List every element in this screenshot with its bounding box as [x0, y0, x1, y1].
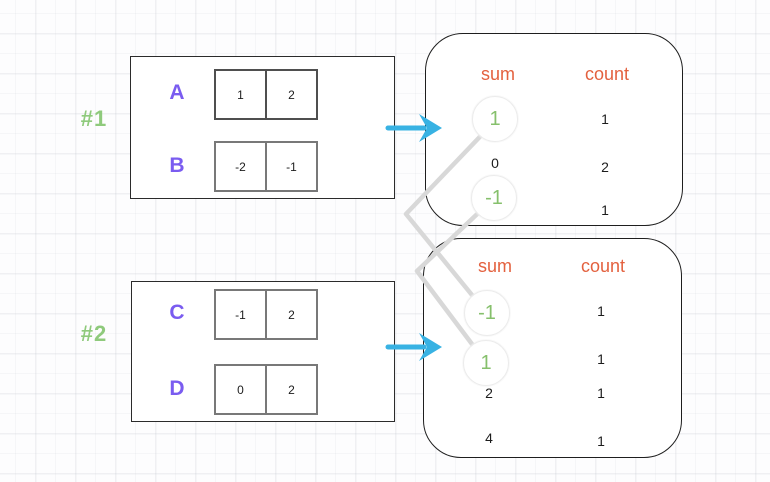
- table-1-header-sum: sum: [480, 64, 515, 84]
- table-2-row-2-count: 1: [597, 385, 605, 401]
- table-2-row-2-sum: 2: [485, 385, 493, 401]
- array-label-a[interactable]: A: [169, 81, 185, 104]
- example-2-tag[interactable]: #2: [80, 321, 108, 346]
- array-c-cell-1: 2: [265, 291, 316, 338]
- array-b-cell-0: -2: [235, 159, 246, 174]
- table-1-row-0-sum-circle[interactable]: 1: [472, 96, 518, 142]
- table-1-row-1-sum: 0: [491, 155, 499, 171]
- table-2-row-1-count: 1: [597, 351, 605, 367]
- array-d[interactable]: 0 2: [214, 364, 318, 415]
- array-b[interactable]: -2 -1: [214, 141, 318, 192]
- example-1-tag[interactable]: #1: [80, 106, 108, 131]
- example-2-box[interactable]: C -1 2 D 0 2: [131, 281, 395, 422]
- example-1-box[interactable]: A 1 2 B -2 -1: [130, 56, 395, 199]
- array-c[interactable]: -1 2: [214, 289, 318, 340]
- result-table-2[interactable]: sum count 1 1 2 1 4 1: [423, 238, 682, 458]
- table-2-row-0-sum-circle[interactable]: -1: [464, 290, 510, 336]
- table-2-row-1-sum-circle[interactable]: 1: [463, 340, 509, 386]
- array-b-cell-1: -1: [265, 143, 316, 190]
- array-label-b[interactable]: B: [169, 154, 185, 177]
- table-2-row-0-count: 1: [597, 303, 605, 319]
- array-d-cell-0: 0: [237, 382, 244, 397]
- table-2-row-3-count: 1: [597, 433, 605, 449]
- result-table-1[interactable]: sum count 1 0 2 1: [425, 33, 683, 226]
- table-1-row-1-count: 2: [601, 159, 609, 175]
- table-1-row-2-count: 1: [601, 202, 609, 218]
- table-2-header-count: count: [580, 256, 626, 276]
- table-2-row-3-sum: 4: [485, 430, 493, 446]
- array-a-cell-1: 2: [265, 71, 316, 118]
- array-a-cell-0: 1: [237, 87, 244, 102]
- table-1-header-count: count: [584, 64, 630, 84]
- table-1-row-2-sum-circle[interactable]: -1: [471, 175, 517, 221]
- array-label-c[interactable]: C: [169, 301, 185, 324]
- array-a[interactable]: 1 2: [214, 69, 318, 120]
- table-1-row-0-count: 1: [601, 111, 609, 127]
- array-c-cell-0: -1: [235, 307, 246, 322]
- table-2-header-sum: sum: [477, 256, 512, 276]
- array-d-cell-1: 2: [265, 366, 316, 413]
- array-label-d[interactable]: D: [169, 377, 185, 400]
